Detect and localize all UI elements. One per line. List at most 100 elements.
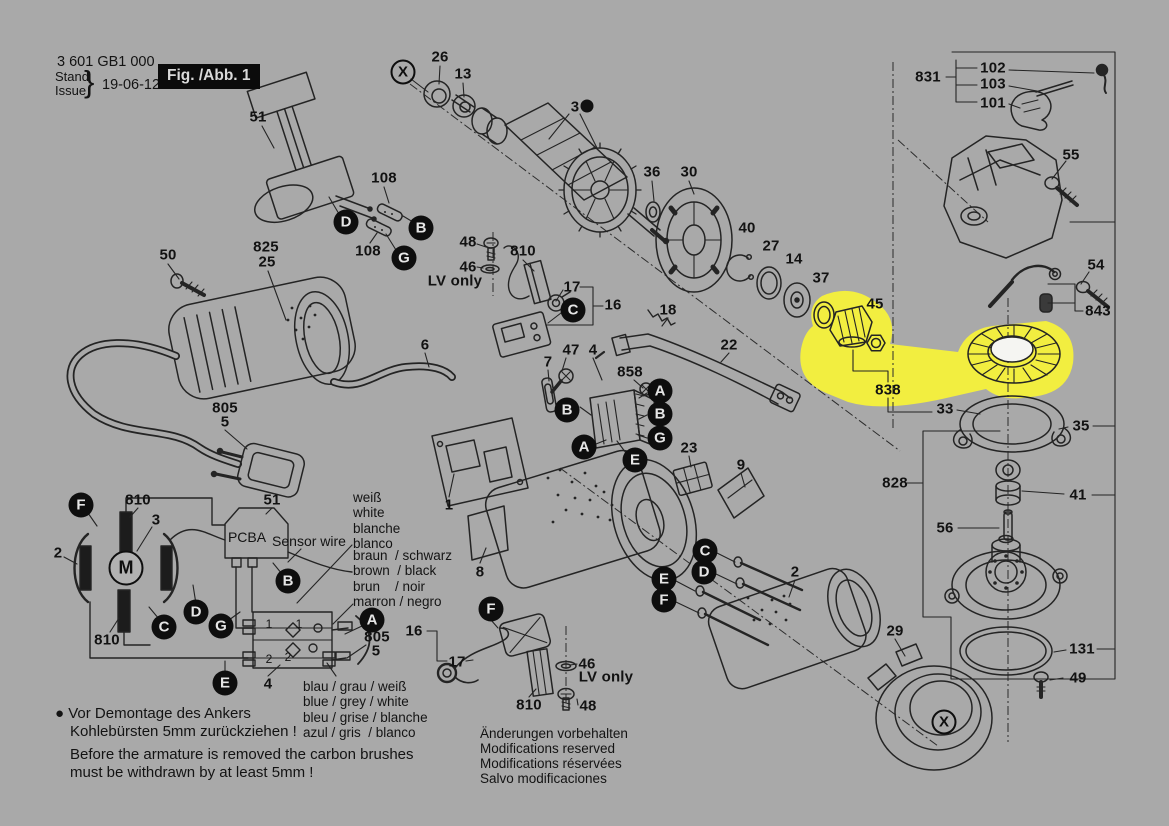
modifications-line: Modifications réservées bbox=[480, 756, 622, 771]
part-label-56: 56 bbox=[936, 519, 954, 537]
part-label-47: 47 bbox=[562, 341, 580, 359]
part-label-14: 14 bbox=[785, 250, 803, 268]
warning-en-line2: must be withdrawn by at least 5mm ! bbox=[70, 764, 314, 781]
part-label-805: 805 bbox=[212, 399, 238, 417]
callout-b: B bbox=[647, 401, 673, 427]
part-label-1: 1 bbox=[444, 496, 454, 514]
callout-x: X bbox=[931, 709, 957, 735]
issue-date: 19-06-12 bbox=[102, 77, 161, 93]
gear-housing bbox=[943, 63, 1110, 313]
callout-e: E bbox=[651, 566, 677, 592]
callout-d: D bbox=[333, 209, 359, 235]
motor-symbol: M bbox=[108, 550, 144, 586]
callout-x: X bbox=[390, 59, 416, 85]
part-label-101: 101 bbox=[980, 94, 1006, 112]
part-label-26: 26 bbox=[431, 48, 449, 66]
part-label-858: 858 bbox=[617, 363, 643, 381]
callout-a: A bbox=[647, 378, 673, 404]
part-label-810: 810 bbox=[510, 242, 536, 260]
part-label-51: 51 bbox=[263, 491, 281, 509]
part-label-33: 33 bbox=[936, 400, 954, 418]
part-label-17: 17 bbox=[563, 278, 581, 296]
part-label-3: 3 bbox=[151, 511, 161, 529]
part-label-48: 48 bbox=[459, 233, 477, 251]
stand-issue-label: Stand Issue bbox=[55, 70, 89, 98]
part-label-25: 25 bbox=[258, 253, 276, 271]
armature bbox=[423, 80, 670, 245]
part-label-8: 8 bbox=[475, 563, 485, 581]
part-label-46: 46 bbox=[459, 258, 477, 276]
pcba-label: PCBA bbox=[227, 529, 267, 545]
part-label-23: 23 bbox=[680, 439, 698, 457]
terminal-number: 1 bbox=[295, 617, 303, 631]
part-label-3: 3 bbox=[570, 98, 580, 116]
bearing-flange-column bbox=[944, 395, 1072, 699]
motor-housing bbox=[66, 276, 456, 498]
terminal-number: 2 bbox=[265, 652, 273, 666]
part-label-46: 46 bbox=[578, 655, 596, 673]
callout-f: F bbox=[651, 587, 677, 613]
callout-f: F bbox=[68, 492, 94, 518]
warning-de-line2: Kohlebürsten 5mm zurückziehen ! bbox=[70, 723, 297, 740]
brace-glyph: } bbox=[84, 64, 95, 99]
part-label-825: 825 bbox=[253, 238, 279, 256]
issue-label: Issue bbox=[55, 83, 87, 98]
callout-e: E bbox=[212, 670, 238, 696]
model-number: 3 601 GB1 000 bbox=[57, 54, 155, 70]
part-label-37: 37 bbox=[812, 269, 830, 287]
part-label-805: 805 bbox=[364, 628, 390, 646]
part-label-131: 131 bbox=[1069, 640, 1095, 658]
callout-g: G bbox=[647, 425, 673, 451]
warning-note: ● Vor Demontage des Ankers Kohlebürsten … bbox=[55, 705, 414, 782]
callout-e: E bbox=[622, 447, 648, 473]
pinion-gear bbox=[829, 305, 886, 352]
part-label-843: 843 bbox=[1085, 302, 1111, 320]
part-label-41: 41 bbox=[1069, 486, 1087, 504]
part-label-2: 2 bbox=[53, 544, 63, 562]
callout-a: A bbox=[359, 607, 385, 633]
part-label-49: 49 bbox=[1069, 669, 1087, 687]
part-label-7: 7 bbox=[543, 353, 553, 371]
callout-c: C bbox=[151, 614, 177, 640]
lv-only-label: LV only bbox=[578, 668, 634, 686]
highlight-region[interactable] bbox=[800, 290, 1074, 407]
part-label-29: 29 bbox=[886, 622, 904, 640]
part-label-9: 9 bbox=[736, 456, 746, 474]
callout-c: C bbox=[560, 297, 586, 323]
part-label-36: 36 bbox=[643, 163, 661, 181]
sensor-wire-label: Sensor wire bbox=[272, 533, 346, 549]
modifications-line: Modifications reserved bbox=[480, 741, 616, 756]
brush-holder-bottom bbox=[436, 613, 577, 711]
callout-g: G bbox=[391, 245, 417, 271]
callout-a: A bbox=[571, 434, 597, 460]
lv-only-label: LV only bbox=[427, 272, 483, 290]
bevel-gear bbox=[967, 324, 1061, 384]
part-label-17: 17 bbox=[448, 653, 466, 671]
switch-lever bbox=[594, 309, 801, 413]
part-label-45: 45 bbox=[866, 295, 884, 313]
callout-g: G bbox=[208, 613, 234, 639]
part-label-810: 810 bbox=[516, 696, 542, 714]
part-label-27: 27 bbox=[762, 237, 780, 255]
part-label-51: 51 bbox=[249, 108, 267, 126]
part-label-4: 4 bbox=[588, 341, 598, 359]
brush-holder-top bbox=[480, 237, 571, 358]
mains-plug bbox=[236, 442, 305, 498]
part-label-838: 838 bbox=[875, 381, 901, 399]
modifications-line: Salvo modificaciones bbox=[480, 771, 607, 786]
part-label-22: 22 bbox=[720, 336, 738, 354]
leader-lines bbox=[63, 51, 1116, 706]
part-label-810: 810 bbox=[125, 491, 151, 509]
part-label-6: 6 bbox=[420, 336, 430, 354]
part-label-16: 16 bbox=[604, 296, 622, 314]
spacer-ring-row bbox=[645, 187, 835, 329]
part-label-18: 18 bbox=[659, 301, 677, 319]
part-label-5: 5 bbox=[220, 413, 230, 431]
callout-c: C bbox=[692, 538, 718, 564]
